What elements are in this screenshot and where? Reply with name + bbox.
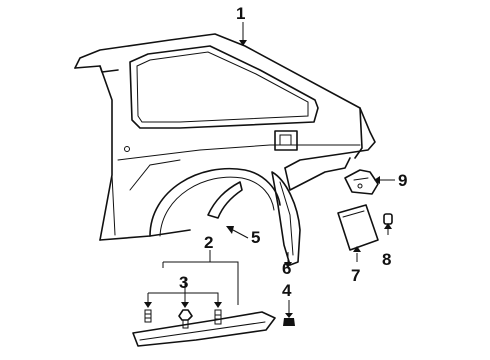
fuel-door-hinge [344,169,395,195]
callout-5: 5 [251,228,260,247]
callout-9: 9 [398,171,407,190]
callout-1: 1 [236,4,245,23]
door-stopper [383,213,393,235]
retainer-clip [283,300,295,326]
callout-7: 7 [351,266,360,285]
inner-wheelhouse-panel [271,171,301,268]
callout-3: 3 [179,273,188,292]
wheelhouse-extension [207,181,249,239]
fuel-filler-door [337,204,379,262]
quarter-panel [74,33,376,241]
callout-6: 6 [282,259,291,278]
molding-clip-right [214,302,222,325]
callout-8: 8 [382,250,391,269]
callout-4: 4 [282,281,292,300]
molding-clip-left [144,302,152,323]
leader-1 [239,22,247,46]
rocker-molding-group [132,250,276,347]
callout-2: 2 [204,233,213,252]
molding-clip-center [178,302,193,329]
